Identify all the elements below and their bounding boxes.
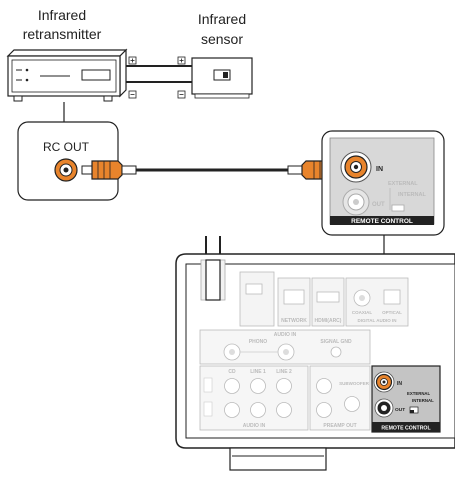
callout-internal-label: INTERNAL — [398, 192, 426, 198]
rear-remote-control: IN OUT EXTERNAL INTERNAL REMOTE CONTROL — [371, 365, 441, 433]
line1-label: LINE 1 — [250, 369, 266, 375]
retransmitter-label-line2: retransmitter — [23, 26, 102, 42]
sensor-wires — [126, 56, 192, 99]
rca-cable — [81, 160, 343, 180]
remote-control-callout: IN OUT EXTERNAL INTERNAL REMOTE CONTROL — [321, 130, 445, 236]
subwoofer-label: SUBWOOFER — [339, 381, 369, 386]
phono-label: PHONO — [249, 339, 267, 345]
digital-audio-in-label: DIGITAL AUDIO IN — [358, 318, 397, 323]
rear-out-label: OUT — [395, 407, 405, 413]
rear-footer-label: REMOTE CONTROL — [381, 426, 431, 432]
callout-footer-label: REMOTE CONTROL — [351, 218, 413, 225]
unit-foot — [229, 447, 327, 471]
rc-out-label: RC OUT — [43, 140, 90, 154]
callout-in-label: IN — [376, 166, 383, 173]
network-label: NETWORK — [281, 318, 307, 324]
signal-gnd-label: SIGNAL GND — [320, 339, 352, 345]
coaxial-label: COAXIAL — [352, 310, 373, 315]
optical-label: OPTICAL — [382, 310, 402, 315]
audio-in-bottom-label: AUDIO IN — [243, 423, 266, 429]
hdmi-arc-label: HDMI(ARC) — [315, 318, 342, 324]
retransmitter-label-line1: Infrared — [38, 7, 86, 23]
rear-external-label: EXTERNAL — [407, 391, 431, 396]
preamp-out-label: PREAMP OUT — [323, 423, 356, 429]
infrared-retransmitter: Infrared retransmitter — [6, 7, 128, 102]
rc-out-callout: RC OUT — [17, 102, 119, 201]
rear-panel: NETWORK HDMI(ARC) COAXIAL OPTICAL DIGITA… — [175, 253, 455, 449]
callout-external-label: EXTERNAL — [388, 181, 418, 187]
rear-internal-label: INTERNAL — [412, 398, 434, 403]
audio-in-top-label: AUDIO IN — [274, 332, 297, 338]
sensor-label-line2: sensor — [201, 31, 243, 47]
rear-in-label: IN — [397, 381, 402, 387]
rc-out-jack — [54, 158, 78, 182]
callout-out-label: OUT — [372, 202, 385, 208]
sensor-label-line1: Infrared — [198, 11, 246, 27]
infrared-sensor: Infrared sensor — [191, 11, 253, 99]
line2-label: LINE 2 — [276, 369, 292, 375]
cd-label: CD — [228, 369, 236, 375]
